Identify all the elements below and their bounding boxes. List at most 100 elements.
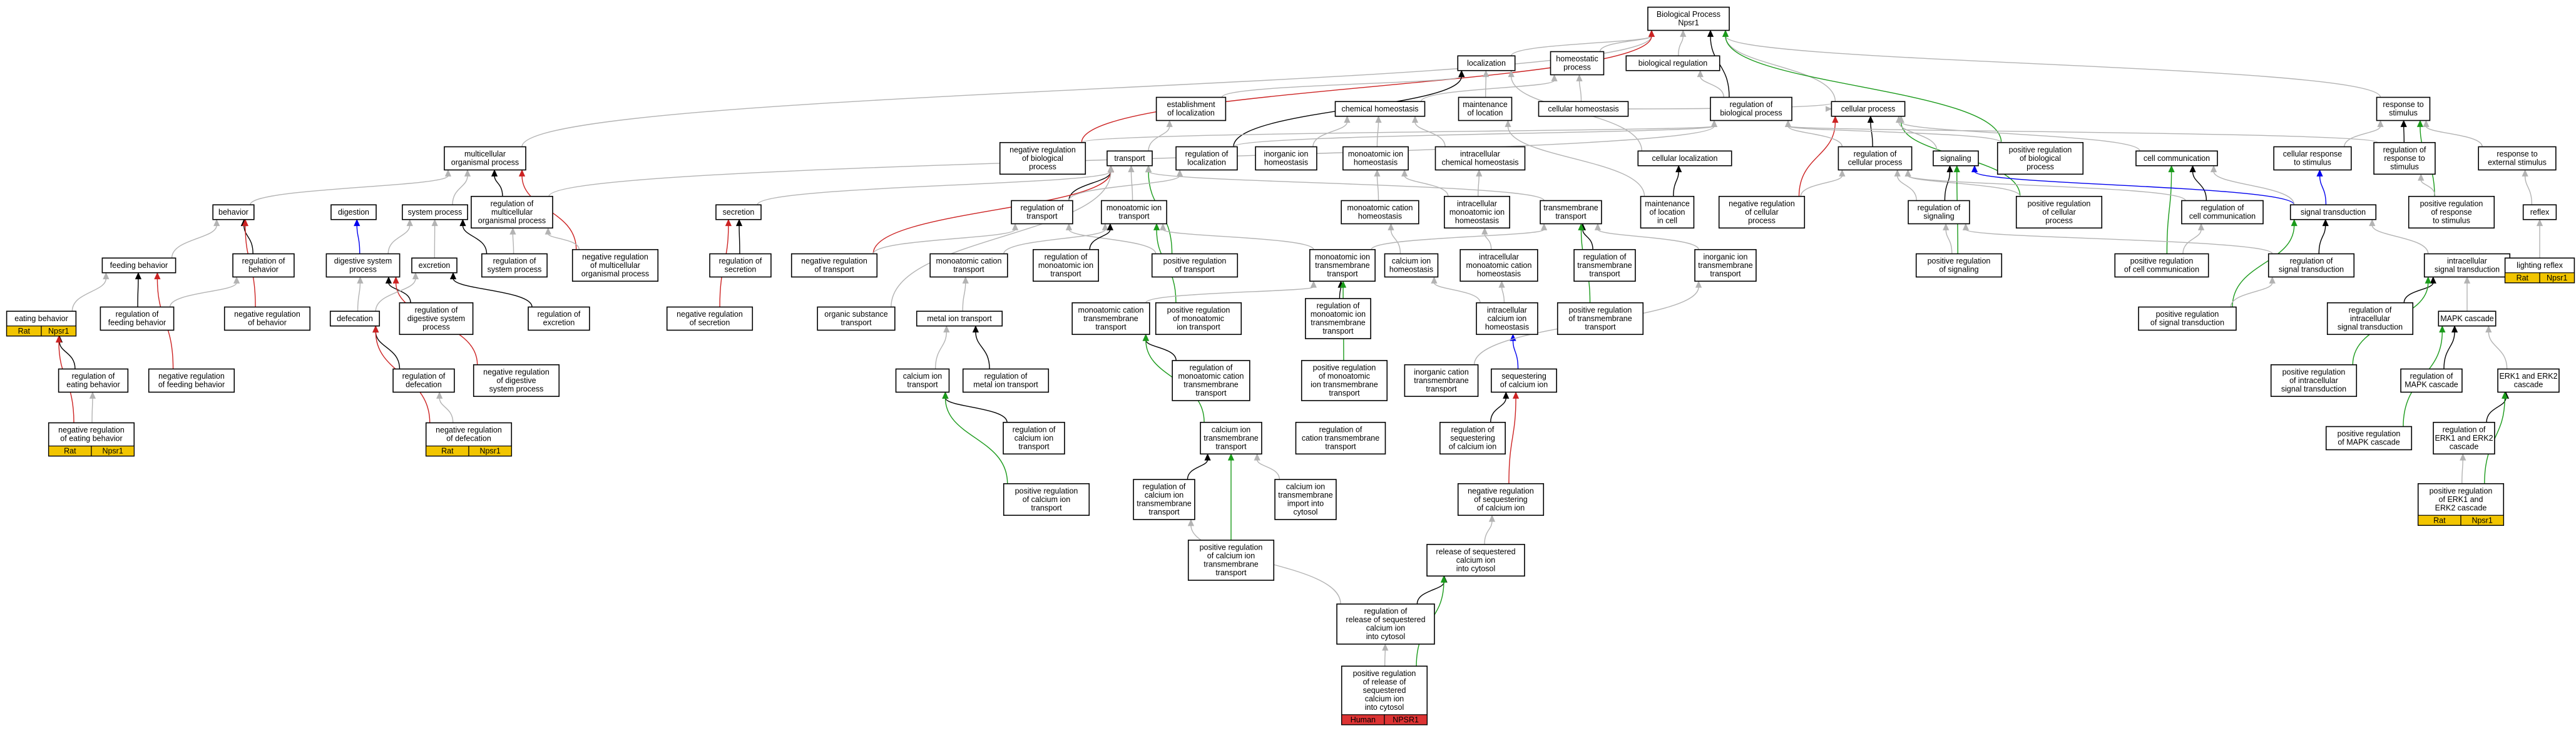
go-term-secretion[interactable]: secretion [715,204,762,220]
go-term-cell-communication[interactable]: cell communication [2135,150,2218,167]
go-term-excretion[interactable]: excretion [411,257,457,274]
go-term-digestion[interactable]: digestion [330,204,377,220]
go-term-signaling[interactable]: signaling [1933,150,1979,167]
go-term-mapk-cascade[interactable]: MAPK cascade [2438,310,2497,327]
go-term-behavior[interactable]: behavior [212,204,255,220]
go-term-signal-transduction[interactable]: signal transduction [2289,204,2377,220]
go-term-localization[interactable]: localization [1457,55,1516,71]
go-term-biological-regulation[interactable]: biological regulation [1625,55,1720,71]
go-term-system-process[interactable]: system process [402,204,468,220]
go-term-defecation[interactable]: defecation [329,310,381,327]
go-term-feeding-behavior[interactable]: feeding behavior [101,257,176,274]
go-term-cellular-localization[interactable]: cellular localization [1637,150,1732,167]
go-term-cellular-process[interactable]: cellular process [1831,101,1906,117]
go-term-transport[interactable]: transport [1107,150,1153,167]
go-term-metal-ion-transport[interactable]: metal ion transport [916,310,1003,327]
go-term-chemical-homeostasis[interactable]: chemical homeostasis [1334,101,1426,117]
